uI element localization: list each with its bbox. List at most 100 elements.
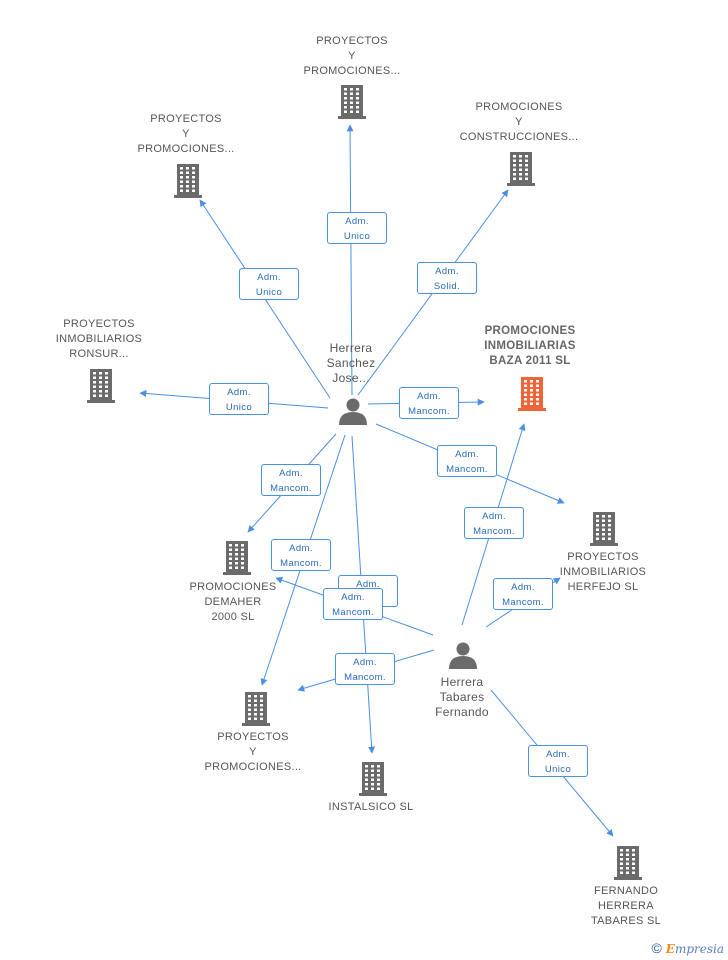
role-label-line: Adm. bbox=[257, 272, 281, 283]
label-line: PROYECTOS bbox=[63, 318, 135, 330]
role-label-line: Mancom. bbox=[270, 483, 312, 494]
role-label-jose-to-ppc_left[interactable]: Adm. Unico bbox=[239, 268, 299, 300]
building-icon[interactable] bbox=[507, 152, 535, 186]
role-label-line: Mancom. bbox=[332, 607, 374, 618]
role-label-line: Adm. bbox=[279, 468, 303, 479]
company-label-focus[interactable]: PROMOCIONES INMOBILIARIAS BAZA 2011 SL bbox=[465, 324, 595, 369]
role-label-line: Unico bbox=[225, 402, 253, 413]
building-icon[interactable] bbox=[338, 85, 366, 119]
label-line: PROMOCIONES bbox=[475, 101, 563, 113]
label-line: 2000 SL bbox=[211, 611, 255, 623]
building-icon[interactable] bbox=[614, 846, 642, 880]
role-label-line: Adm. bbox=[511, 582, 535, 593]
label-line: CONSTRUCCIONES... bbox=[459, 131, 579, 143]
building-icon[interactable] bbox=[359, 762, 387, 796]
company-label-fernando_sl[interactable]: FERNANDO HERRERA TABARES SL bbox=[571, 884, 681, 929]
role-label-line: Mancom. bbox=[473, 526, 515, 537]
edge-jose-to-ppc_top bbox=[346, 124, 354, 396]
role-label-line: Mancom. bbox=[446, 464, 488, 475]
label-line: Tabares bbox=[439, 690, 485, 704]
role-label-jose-to-focus[interactable]: Adm. Mancom. bbox=[399, 387, 459, 419]
label-line: Herrera bbox=[440, 675, 484, 689]
role-label-line: Adm. bbox=[289, 543, 313, 554]
label-line: INMOBILIARIOS bbox=[559, 566, 647, 578]
role-label-fernando-to-herfejo[interactable]: Adm. Mancom. bbox=[493, 578, 553, 610]
role-label-line: Adm. bbox=[345, 216, 369, 227]
role-label-line: Adm. bbox=[353, 657, 377, 668]
role-label-fernando-to-demaher[interactable]: Adm. Mancom. bbox=[323, 588, 383, 620]
role-label-line: Unico bbox=[343, 231, 371, 242]
label-line: PROYECTOS bbox=[567, 551, 639, 563]
role-label-jose-to-herfejo[interactable]: Adm. Mancom. bbox=[437, 445, 497, 477]
label-line: PROYECTOS bbox=[150, 113, 222, 125]
company-label-herfejo[interactable]: PROYECTOS INMOBILIARIOS HERFEJO SL bbox=[543, 550, 663, 595]
building-icon[interactable] bbox=[518, 377, 546, 411]
company-label-ppc_left[interactable]: PROYECTOS Y PROMOCIONES... bbox=[126, 112, 246, 157]
company-label-pyc[interactable]: PROMOCIONES Y CONSTRUCCIONES... bbox=[454, 100, 584, 145]
company-label-ppc_bottom[interactable]: PROYECTOS Y PROMOCIONES... bbox=[193, 730, 313, 775]
role-label-line: Unico bbox=[255, 287, 283, 298]
label-line: Y bbox=[348, 50, 356, 62]
label-line: INMOBILIARIOS bbox=[55, 333, 143, 345]
role-label-jose-to-ppc_bottom[interactable]: Adm.Mancom. bbox=[271, 539, 331, 571]
label-line: PROMOCIONES... bbox=[303, 65, 401, 77]
role-label-line: Mancom. bbox=[408, 406, 450, 417]
building-icon[interactable] bbox=[87, 369, 115, 403]
label-line: PROYECTOS bbox=[316, 35, 388, 47]
role-label-fernando-to-ppc_bottom[interactable]: Adm. Mancom. bbox=[335, 653, 395, 685]
label-line: PROMOCIONES... bbox=[137, 143, 235, 155]
role-label-line: Adm. bbox=[482, 511, 506, 522]
label-line: Jose... bbox=[332, 371, 370, 385]
label-line: RONSUR... bbox=[69, 348, 129, 360]
role-label-line: Adm. bbox=[435, 266, 459, 277]
role-label-line: Adm. bbox=[356, 579, 380, 590]
company-label-pir[interactable]: PROYECTOS INMOBILIARIOS RONSUR... bbox=[39, 317, 159, 362]
role-label-jose-to-pir[interactable]: Adm.Unico bbox=[209, 383, 269, 415]
label-line: INMOBILIARIAS bbox=[484, 340, 576, 352]
copyright-symbol: © bbox=[651, 940, 662, 956]
label-line: PROYECTOS bbox=[217, 731, 289, 743]
role-label-line: Solid. bbox=[433, 281, 461, 292]
person-icon[interactable] bbox=[449, 642, 477, 670]
label-line: Fernando bbox=[435, 705, 489, 719]
role-label-line: Adm. bbox=[455, 449, 479, 460]
label-line: INSTALSICO SL bbox=[328, 801, 414, 813]
role-label-line: Adm. bbox=[341, 592, 365, 603]
company-label-demaher[interactable]: PROMOCIONES DEMAHER 2000 SL bbox=[178, 580, 288, 625]
label-line: HERRERA bbox=[598, 900, 654, 912]
building-icon[interactable] bbox=[242, 692, 270, 726]
label-line: TABARES SL bbox=[590, 915, 662, 927]
label-line: PROMOCIONES... bbox=[204, 761, 302, 773]
label-line: DEMAHER bbox=[204, 596, 262, 608]
label-line: PROMOCIONES bbox=[484, 325, 576, 337]
label-line: PROMOCIONES bbox=[189, 581, 277, 593]
building-icon[interactable] bbox=[174, 164, 202, 198]
label-line: Y bbox=[182, 128, 190, 140]
label-line: BAZA 2011 SL bbox=[489, 355, 571, 367]
role-label-line: Mancom. bbox=[502, 597, 544, 608]
role-label-line: Unico bbox=[544, 764, 572, 775]
role-label-line: Adm. bbox=[546, 749, 570, 760]
role-label-jose-to-pyc[interactable]: Adm. Solid. bbox=[417, 262, 477, 294]
role-label-line: Adm. bbox=[417, 391, 441, 402]
brand-logo: Empresia bbox=[665, 942, 724, 956]
label-line: HERFEJO SL bbox=[567, 581, 639, 593]
label-line: Y bbox=[515, 116, 523, 128]
person-icon[interactable] bbox=[339, 398, 367, 426]
label-line: Sanchez bbox=[326, 356, 376, 370]
company-label-ppc_top[interactable]: PROYECTOS Y PROMOCIONES... bbox=[292, 34, 412, 79]
role-label-line: Mancom. bbox=[344, 672, 386, 683]
role-label-fernando-to-focus[interactable]: Adm. Mancom. bbox=[464, 507, 524, 539]
building-icon[interactable] bbox=[223, 541, 251, 575]
building-icon[interactable] bbox=[590, 512, 618, 546]
label-line: Herrera bbox=[329, 341, 373, 355]
role-label-jose-to-ppc_top[interactable]: Adm. Unico bbox=[327, 212, 387, 244]
company-label-instalsico[interactable]: INSTALSICO SL bbox=[316, 800, 426, 815]
label-line: Y bbox=[249, 746, 257, 758]
role-label-jose-to-demaher[interactable]: Adm. Mancom. bbox=[261, 464, 321, 496]
role-label-fernando-to-fernando_sl[interactable]: Adm. Unico bbox=[528, 745, 588, 777]
label-line: FERNANDO bbox=[593, 885, 659, 897]
